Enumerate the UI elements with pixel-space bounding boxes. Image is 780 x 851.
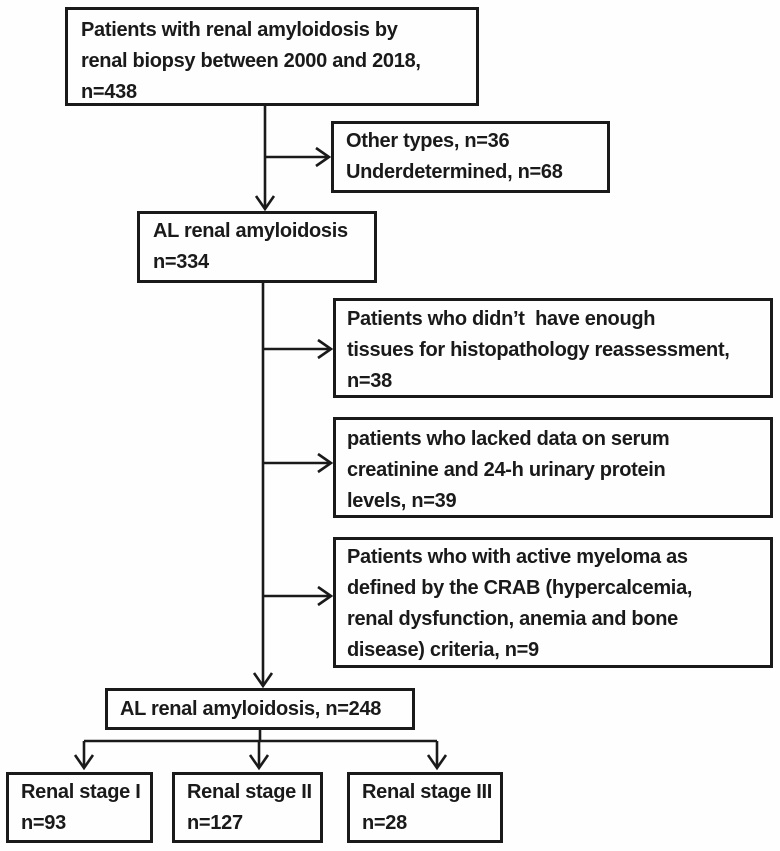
arrow-branch-to-other-types	[265, 146, 332, 168]
flow-box-renal-stage-3: Renal stage III n=28	[347, 772, 503, 843]
box-text-line: Patients with renal amyloidosis by	[81, 19, 398, 41]
arrow-al248-to-stages	[73, 730, 448, 771]
box-text-line: levels, n=39	[347, 490, 457, 512]
flow-box-renal-stage-1: Renal stage I n=93	[6, 772, 153, 843]
box-text-line: disease) criteria, n=9	[347, 639, 539, 661]
arrow-branch-to-excl-tissue	[263, 338, 334, 360]
flow-box-al-amyloidosis-334: AL renal amyloidosis n=334	[137, 211, 377, 283]
box-text-line: n=28	[362, 812, 407, 834]
box-text-line: renal biopsy between 2000 and 2018,	[81, 50, 421, 72]
box-text-line: AL renal amyloidosis, n=248	[120, 698, 382, 720]
box-text-line: Renal stage I	[21, 781, 141, 803]
arrow-al334-to-al248	[252, 283, 274, 689]
flow-box-al-amyloidosis-248: AL renal amyloidosis, n=248	[105, 688, 415, 730]
box-text-line: AL renal amyloidosis	[153, 220, 348, 242]
box-text-line: renal dysfunction, anemia and bone	[347, 608, 678, 630]
box-text-line: n=127	[187, 812, 243, 834]
box-text-line: defined by the CRAB (hypercalcemia,	[347, 577, 693, 599]
box-text-line: patients who lacked data on serum	[347, 428, 670, 450]
box-text-line: Other types, n=36	[346, 130, 510, 152]
box-text-line: n=438	[81, 81, 137, 103]
flow-box-initial-cohort: Patients with renal amyloidosis by renal…	[65, 7, 479, 106]
arrow-branch-to-excl-labs	[263, 452, 334, 474]
box-text-line: Renal stage II	[187, 781, 312, 803]
box-text-line: creatinine and 24-h urinary protein	[347, 459, 666, 481]
box-text-line: Patients who didn’t have enough	[347, 308, 656, 330]
flow-box-excluded-lab-data: patients who lacked data on serum creati…	[333, 417, 773, 518]
box-text-line: Patients who with active myeloma as	[347, 546, 688, 568]
box-text-line: Renal stage III	[362, 781, 492, 803]
flow-box-other-types: Other types, n=36 Underdetermined, n=68	[331, 121, 610, 193]
arrow-branch-to-excl-myeloma	[263, 585, 334, 607]
box-text-line: tissues for histopathology reassessment,	[347, 339, 730, 361]
flow-box-renal-stage-2: Renal stage II n=127	[172, 772, 323, 843]
box-text-line: Underdetermined, n=68	[346, 161, 563, 183]
flow-box-excluded-tissue: Patients who didn’t have enough tissues …	[333, 298, 773, 398]
box-text-line: n=38	[347, 370, 392, 392]
box-text-line: n=334	[153, 251, 209, 273]
box-text-line: n=93	[21, 812, 66, 834]
flow-box-excluded-myeloma: Patients who with active myeloma as defi…	[333, 537, 773, 668]
